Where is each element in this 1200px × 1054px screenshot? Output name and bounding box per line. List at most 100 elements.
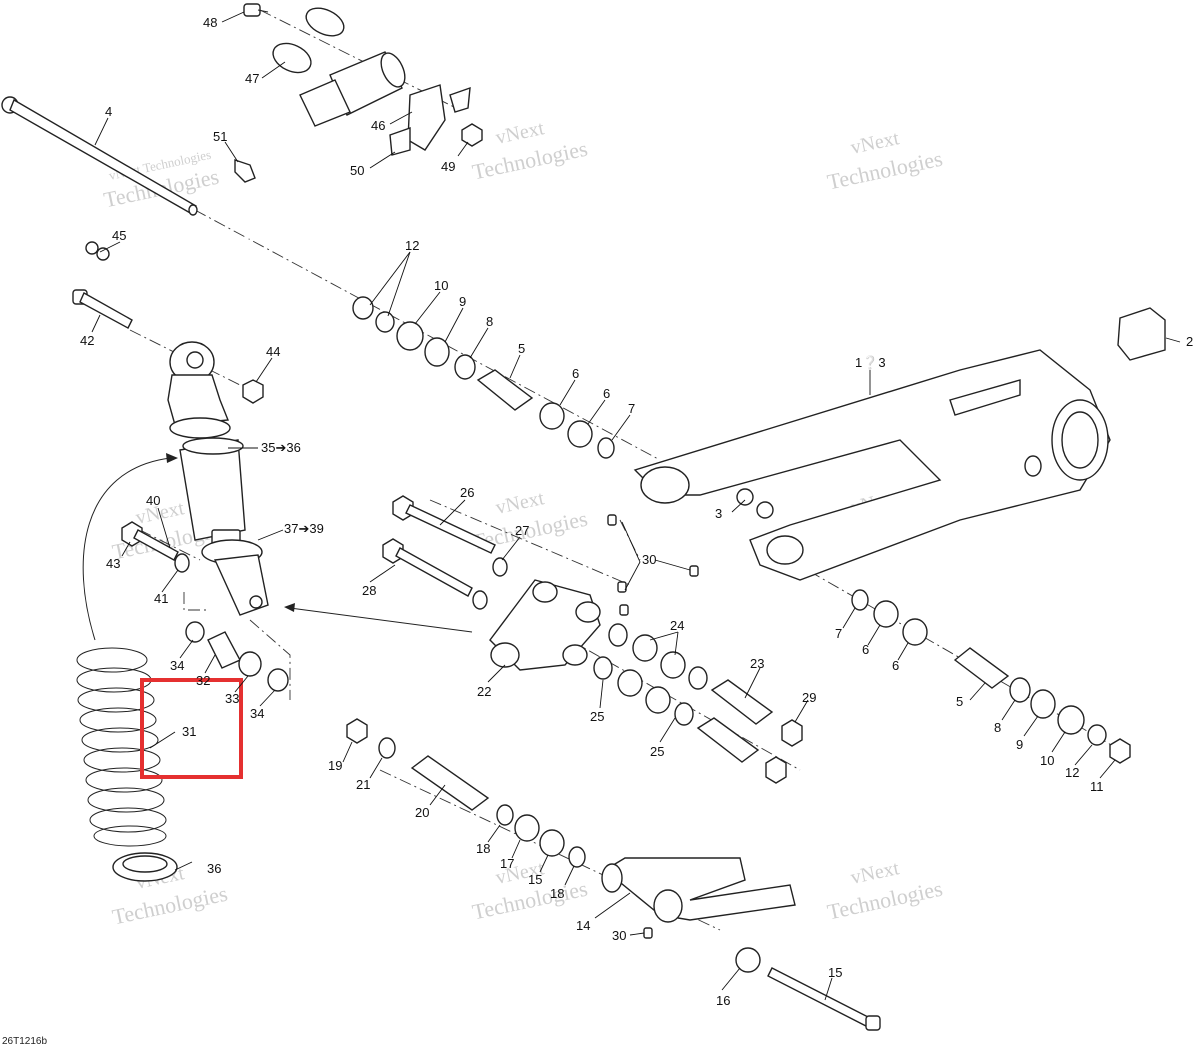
callout-35-36[interactable]: 35➔36 xyxy=(261,440,301,455)
callout-48[interactable]: 48 xyxy=(203,15,217,30)
callout-34-left[interactable]: 34 xyxy=(170,658,184,673)
arrow-head-icon xyxy=(284,603,295,612)
callout-44[interactable]: 44 xyxy=(266,344,280,359)
callout-24[interactable]: 24 xyxy=(670,618,684,633)
hose-clamp-47 xyxy=(272,42,312,74)
spacer-5b xyxy=(953,647,1010,689)
callout-7-lower[interactable]: 7 xyxy=(835,626,842,641)
callout-26[interactable]: 26 xyxy=(460,485,474,500)
seal-34a xyxy=(185,621,205,643)
callout-21[interactable]: 21 xyxy=(356,777,370,792)
callout-2[interactable]: 2 xyxy=(1186,334,1193,349)
bolt-15 xyxy=(767,967,881,1031)
swing-arm-1-3 xyxy=(633,349,1111,581)
watermark: vNext Technologies xyxy=(470,117,590,185)
callout-40[interactable]: 40 xyxy=(146,493,160,508)
bolt-26 xyxy=(392,495,496,554)
callout-8-upper[interactable]: 8 xyxy=(486,314,493,329)
grease-fittings-3 xyxy=(736,488,774,519)
callout-18-upper[interactable]: 18 xyxy=(476,841,490,856)
svg-text:Technologies: Technologies xyxy=(470,136,590,185)
callout-19[interactable]: 19 xyxy=(328,758,342,773)
svg-text:Technologies: Technologies xyxy=(825,876,945,925)
callout-37-39[interactable]: 37➔39 xyxy=(284,521,324,536)
plug-2 xyxy=(1117,307,1166,361)
nut-19 xyxy=(346,718,368,744)
callout-6-upper-b[interactable]: 6 xyxy=(603,386,610,401)
callout-22[interactable]: 22 xyxy=(477,684,491,699)
callout-28[interactable]: 28 xyxy=(362,583,376,598)
callout-11[interactable]: 11 xyxy=(1090,779,1104,794)
nut-11 xyxy=(1109,738,1131,764)
callout-50[interactable]: 50 xyxy=(350,163,364,178)
callout-6-lower-a[interactable]: 6 xyxy=(862,642,869,657)
bushing-32 xyxy=(207,631,241,669)
washer-12c xyxy=(1087,724,1107,746)
callout-23[interactable]: 23 xyxy=(750,656,764,671)
upper-pivot-hardware xyxy=(352,296,615,459)
cap-10 xyxy=(396,321,424,351)
callout-10-upper[interactable]: 10 xyxy=(434,278,448,293)
callout-51[interactable]: 51 xyxy=(213,129,227,144)
callout-4[interactable]: 4 xyxy=(105,104,112,119)
watermark: vNext Technologies xyxy=(825,857,945,925)
callout-14[interactable]: 14 xyxy=(576,918,590,933)
washer-21 xyxy=(378,737,396,759)
callout-41[interactable]: 41 xyxy=(154,591,168,606)
callout-8-lower[interactable]: 8 xyxy=(994,720,1001,735)
washer-27b xyxy=(472,590,488,610)
bearings-24-25 xyxy=(593,623,708,726)
callout-33[interactable]: 33 xyxy=(225,691,239,706)
callout-27[interactable]: 27 xyxy=(515,523,529,538)
svg-text:Technologies: Technologies xyxy=(825,146,945,195)
sleeve-23b xyxy=(696,717,760,763)
callout-12-upper[interactable]: 12 xyxy=(405,238,419,253)
callout-20[interactable]: 20 xyxy=(415,805,429,820)
callout-49[interactable]: 49 xyxy=(441,159,455,174)
sleeve-20 xyxy=(410,755,490,811)
callout-9-upper[interactable]: 9 xyxy=(459,294,466,309)
callout-45[interactable]: 45 xyxy=(112,228,126,243)
hose-clamp-47a xyxy=(305,7,345,37)
callout-42[interactable]: 42 xyxy=(80,333,94,348)
callout-18-lower[interactable]: 18 xyxy=(550,886,564,901)
callout-12-lower[interactable]: 12 xyxy=(1065,765,1079,780)
selection-highlight-box[interactable] xyxy=(140,678,243,779)
callout-1-3[interactable]: 1❔3 xyxy=(855,355,886,370)
callout-15-upper[interactable]: 15 xyxy=(528,872,542,887)
callout-32[interactable]: 32 xyxy=(196,673,210,688)
callout-36[interactable]: 36 xyxy=(207,861,221,876)
sleeve-23a xyxy=(710,679,774,725)
bolt-28 xyxy=(382,538,473,597)
callout-7-upper[interactable]: 7 xyxy=(628,401,635,416)
shock-reservoir-assembly xyxy=(193,3,483,341)
callout-29[interactable]: 29 xyxy=(802,690,816,705)
callout-15-lower[interactable]: 15 xyxy=(828,965,842,980)
callout-10-lower[interactable]: 10 xyxy=(1040,753,1054,768)
callout-6-upper-a[interactable]: 6 xyxy=(572,366,579,381)
callout-34-right[interactable]: 34 xyxy=(250,706,264,721)
seal-34b xyxy=(267,668,289,692)
bolt-42 xyxy=(72,289,133,329)
callout-5-lower[interactable]: 5 xyxy=(956,694,963,709)
callout-31[interactable]: 31 xyxy=(182,724,196,739)
spacer-5 xyxy=(476,369,534,411)
callout-47[interactable]: 47 xyxy=(245,71,259,86)
callout-30-lower[interactable]: 30 xyxy=(612,928,626,943)
callout-16[interactable]: 16 xyxy=(716,993,730,1008)
callout-6-lower-b[interactable]: 6 xyxy=(892,658,899,673)
callout-25-upper[interactable]: 25 xyxy=(590,709,604,724)
callout-3[interactable]: 3 xyxy=(715,506,722,521)
pivot-shaft-4 xyxy=(1,96,198,216)
seal-18a xyxy=(496,804,514,826)
callout-9-lower[interactable]: 9 xyxy=(1016,737,1023,752)
callout-17[interactable]: 17 xyxy=(500,856,514,871)
callout-46[interactable]: 46 xyxy=(371,118,385,133)
callout-5-upper[interactable]: 5 xyxy=(518,341,525,356)
svg-text:Technologies: Technologies xyxy=(110,881,230,930)
callout-43[interactable]: 43 xyxy=(106,556,120,571)
callout-30-upper[interactable]: 30 xyxy=(642,552,656,567)
callout-25-lower[interactable]: 25 xyxy=(650,744,664,759)
